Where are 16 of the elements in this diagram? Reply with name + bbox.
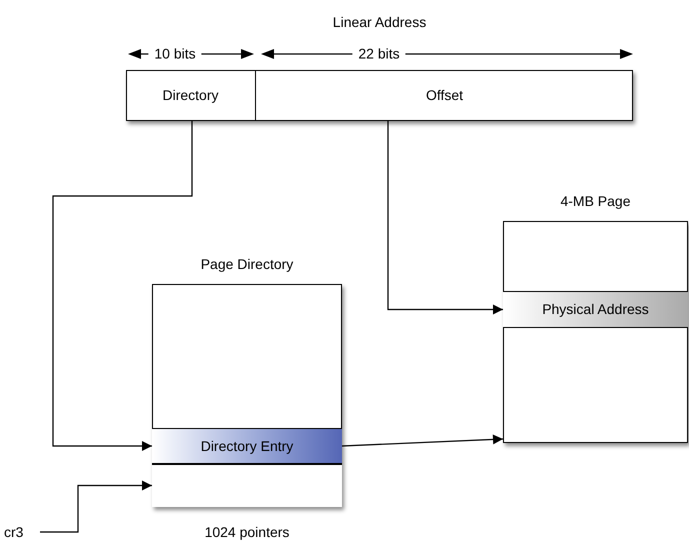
table-row (152, 428, 342, 464)
arrow (40, 480, 152, 533)
heading: Linear Address (332, 13, 428, 32)
row-label: Offset (426, 86, 464, 105)
table-row (152, 464, 342, 507)
arrow (387, 121, 503, 314)
heading: Page Directory (200, 255, 294, 274)
register-label: cr3 (4, 522, 38, 542)
table-row (503, 291, 688, 328)
row-label: Physical Address (542, 300, 649, 319)
row-label: Directory (162, 86, 218, 105)
count-label: 1024 pointers (204, 523, 290, 542)
arrow (342, 434, 504, 447)
arrow (52, 121, 193, 451)
heading: 4-MB Page (559, 192, 632, 211)
row-label: Directory Entry (200, 436, 294, 456)
